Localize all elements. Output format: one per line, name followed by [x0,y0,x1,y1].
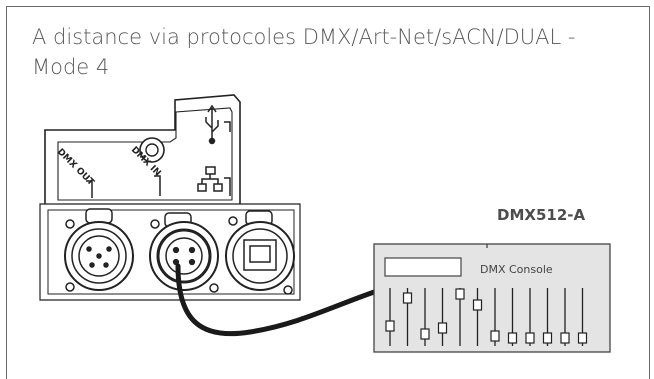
fader-knob [560,332,570,344]
fader-knob [455,288,465,300]
fader-knob [472,299,483,311]
console-label: DMX Console [480,263,553,276]
diagram-frame [6,6,650,379]
usb-icon [205,104,231,145]
fader-knob [490,330,500,342]
fader-knob [507,332,518,344]
audio-jack-icon [139,137,165,163]
dmx-in-connector [149,212,219,293]
fader-knob [385,320,395,332]
fader-knob [577,332,588,344]
diagram-title: A distance via protocoles DMX/Art-Net/sA… [32,25,576,79]
console-faders [385,288,588,346]
dmx-out-connector [64,208,134,292]
console-display [384,257,462,277]
fader-knob [420,328,430,340]
protocol-label: DMX512-A [497,206,586,224]
fader-knob [402,292,413,304]
dmx-console: DMX Console [373,243,611,353]
rj45-connector [225,210,295,295]
network-icon [197,166,231,196]
fader-knob [525,332,535,344]
fader-knob [542,332,553,344]
fader-knob [437,322,448,334]
dmx-cable [175,263,383,337]
